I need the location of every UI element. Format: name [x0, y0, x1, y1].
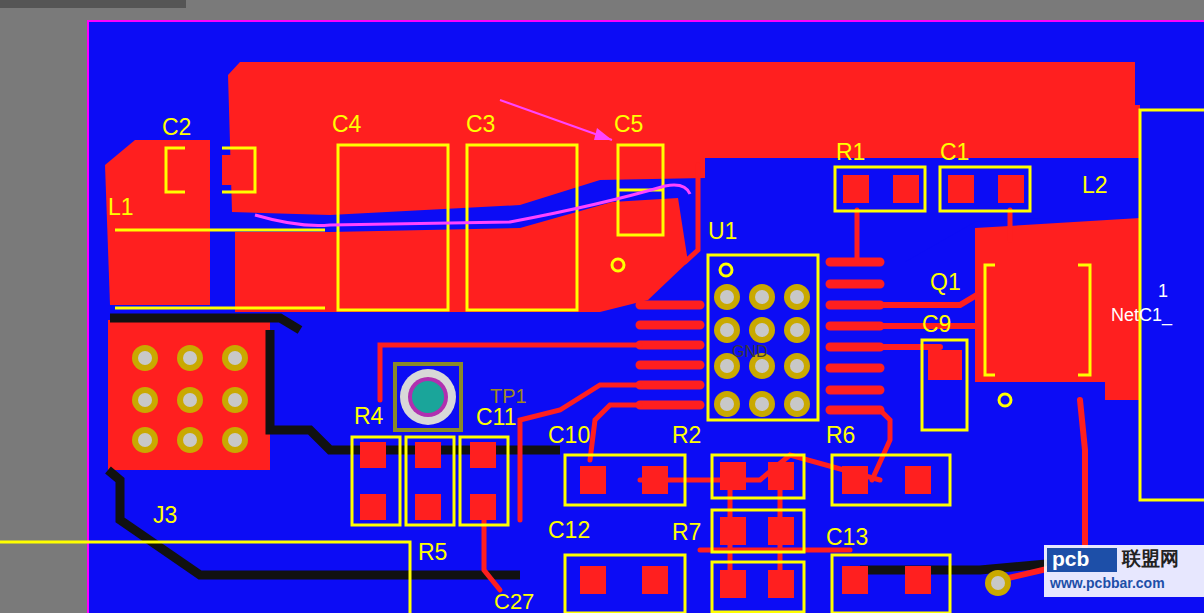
- designator: C2: [162, 116, 191, 139]
- watermark-logo: pcb: [1052, 548, 1089, 569]
- net-label: NetC1_: [1111, 306, 1172, 324]
- designator: U1: [708, 220, 737, 243]
- designator: C3: [466, 113, 495, 136]
- designator: R4: [354, 405, 383, 428]
- designator: C12: [548, 519, 590, 542]
- designator: R7: [672, 521, 701, 544]
- designator: Q1: [930, 271, 961, 294]
- designator: J3: [153, 504, 177, 527]
- test-point-label: TP1: [490, 386, 527, 406]
- designator: C27: [494, 591, 534, 613]
- watermark-text: 联盟网: [1122, 549, 1179, 568]
- designator: C9: [922, 313, 951, 336]
- designator: C10: [548, 424, 590, 447]
- designator: R2: [672, 424, 701, 447]
- designator: L1: [108, 196, 134, 219]
- watermark-url: www.pcbbar.com: [1050, 576, 1165, 590]
- designator: C5: [614, 113, 643, 136]
- designator: C1: [940, 141, 969, 164]
- net-label: GND: [732, 344, 768, 360]
- designator: C13: [826, 526, 868, 549]
- designator: C11: [476, 406, 517, 429]
- designator: R5: [418, 541, 447, 564]
- designator: C4: [332, 113, 361, 136]
- designator: R6: [826, 424, 855, 447]
- net-label: 1: [1158, 282, 1168, 300]
- designator: L2: [1082, 174, 1108, 197]
- designator: R1: [836, 141, 865, 164]
